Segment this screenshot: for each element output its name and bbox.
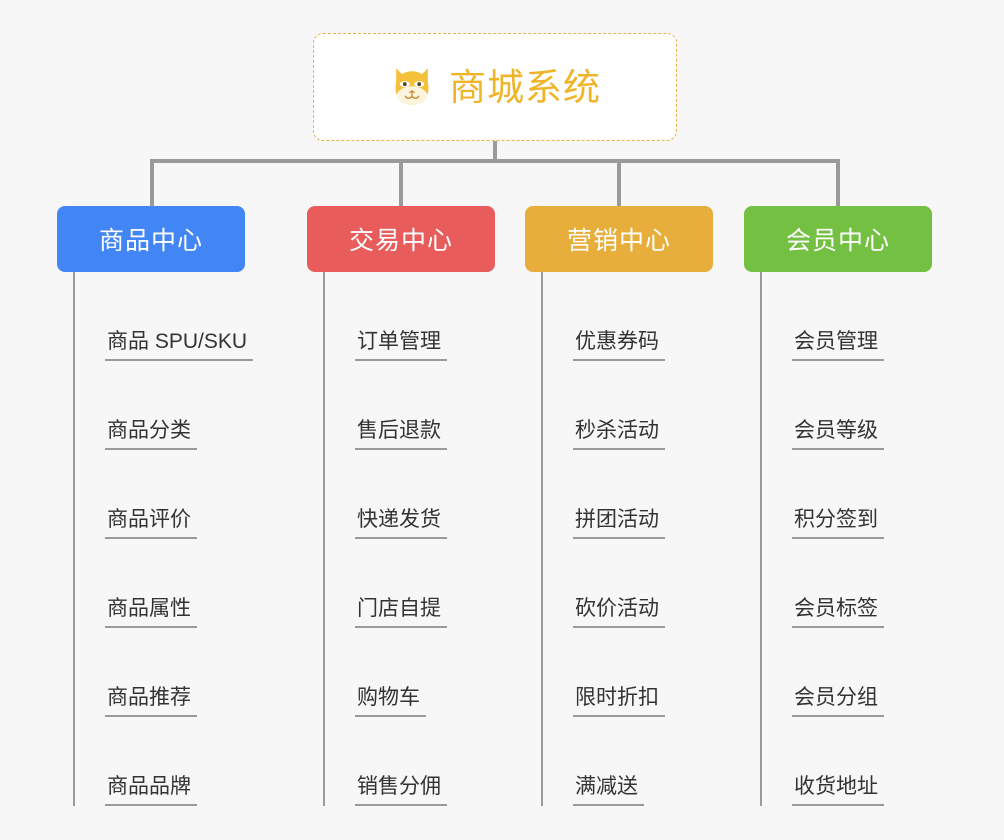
- branch-header-label-1: 商品中心: [98, 227, 203, 255]
- branch-header-label-4: 会员中心: [785, 227, 890, 255]
- list-item[interactable]: 会员等级: [762, 361, 932, 450]
- list-item[interactable]: 限时折扣: [543, 628, 713, 717]
- list-item[interactable]: 门店自提: [325, 539, 495, 628]
- shiba-dog-face-icon: [395, 68, 429, 105]
- child-label: 门店自提: [355, 597, 447, 628]
- child-label: 快递发货: [355, 508, 447, 539]
- child-label: 积分签到: [792, 508, 884, 539]
- child-label: 会员标签: [792, 597, 884, 628]
- branch-column-2: 交易中心 订单管理 售后退款 快递发货 门店自提 购物车 销售分佣: [307, 206, 495, 806]
- child-label: 销售分佣: [355, 775, 447, 806]
- child-label: 收货地址: [792, 775, 884, 806]
- root-title: 商城系统: [449, 66, 601, 108]
- connector-root-stem: [493, 141, 497, 163]
- connector-drop-4: [836, 159, 840, 206]
- connector-drop-3: [617, 159, 621, 206]
- list-item[interactable]: 订单管理: [325, 272, 495, 361]
- branch-column-1: 商品中心 商品 SPU/SKU 商品分类 商品评价 商品属性 商品推荐 商品品牌: [57, 206, 254, 806]
- branch-header-label-2: 交易中心: [348, 227, 453, 255]
- list-item[interactable]: 商品 SPU/SKU: [75, 272, 254, 361]
- list-item[interactable]: 销售分佣: [325, 717, 495, 806]
- branch-header-2[interactable]: 交易中心: [307, 206, 495, 272]
- child-label: 会员等级: [792, 419, 884, 450]
- child-label: 砍价活动: [573, 597, 665, 628]
- branch-header-3[interactable]: 营销中心: [525, 206, 713, 272]
- child-label: 商品 SPU/SKU: [105, 330, 254, 361]
- list-item[interactable]: 购物车: [325, 628, 495, 717]
- list-item[interactable]: 积分签到: [762, 450, 932, 539]
- list-item[interactable]: 会员管理: [762, 272, 932, 361]
- list-item[interactable]: 拼团活动: [543, 450, 713, 539]
- connector-drop-1: [150, 159, 154, 206]
- child-label: 购物车: [355, 686, 426, 717]
- connector-drop-2: [399, 159, 403, 206]
- child-label: 商品品牌: [105, 775, 197, 806]
- branch-header-label-3: 营销中心: [566, 227, 671, 255]
- child-list-1: 商品 SPU/SKU 商品分类 商品评价 商品属性 商品推荐 商品品牌: [73, 272, 254, 806]
- list-item[interactable]: 会员标签: [762, 539, 932, 628]
- child-label: 订单管理: [355, 330, 447, 361]
- list-item[interactable]: 商品分类: [75, 361, 245, 450]
- child-label: 商品分类: [105, 419, 197, 450]
- child-label: 拼团活动: [573, 508, 665, 539]
- list-item[interactable]: 快递发货: [325, 450, 495, 539]
- branch-header-1[interactable]: 商品中心: [57, 206, 245, 272]
- list-item[interactable]: 商品评价: [75, 450, 245, 539]
- list-item[interactable]: 优惠券码: [543, 272, 713, 361]
- child-label: 优惠券码: [573, 330, 665, 361]
- child-label: 售后退款: [355, 419, 447, 450]
- child-label: 满减送: [573, 775, 644, 806]
- connector-horizontal-bus: [150, 159, 840, 163]
- child-label: 限时折扣: [573, 686, 665, 717]
- list-item[interactable]: 商品推荐: [75, 628, 245, 717]
- list-item[interactable]: 商品品牌: [75, 717, 245, 806]
- branch-column-3: 营销中心 优惠券码 秒杀活动 拼团活动 砍价活动 限时折扣 满减送: [525, 206, 713, 806]
- child-label: 会员分组: [792, 686, 884, 717]
- list-item[interactable]: 砍价活动: [543, 539, 713, 628]
- child-list-2: 订单管理 售后退款 快递发货 门店自提 购物车 销售分佣: [323, 272, 495, 806]
- child-list-3: 优惠券码 秒杀活动 拼团活动 砍价活动 限时折扣 满减送: [541, 272, 713, 806]
- child-label: 会员管理: [792, 330, 884, 361]
- child-list-4: 会员管理 会员等级 积分签到 会员标签 会员分组 收货地址: [760, 272, 932, 806]
- list-item[interactable]: 会员分组: [762, 628, 932, 717]
- list-item[interactable]: 收货地址: [762, 717, 932, 806]
- child-label: 商品推荐: [105, 686, 197, 717]
- list-item[interactable]: 商品属性: [75, 539, 245, 628]
- child-label: 商品评价: [105, 508, 197, 539]
- child-label: 秒杀活动: [573, 419, 665, 450]
- branch-column-4: 会员中心 会员管理 会员等级 积分签到 会员标签 会员分组 收货地址: [744, 206, 932, 806]
- list-item[interactable]: 满减送: [543, 717, 713, 806]
- list-item[interactable]: 秒杀活动: [543, 361, 713, 450]
- list-item[interactable]: 售后退款: [325, 361, 495, 450]
- child-label: 商品属性: [105, 597, 197, 628]
- branch-header-4[interactable]: 会员中心: [744, 206, 932, 272]
- root-node[interactable]: 商城系统: [313, 33, 677, 141]
